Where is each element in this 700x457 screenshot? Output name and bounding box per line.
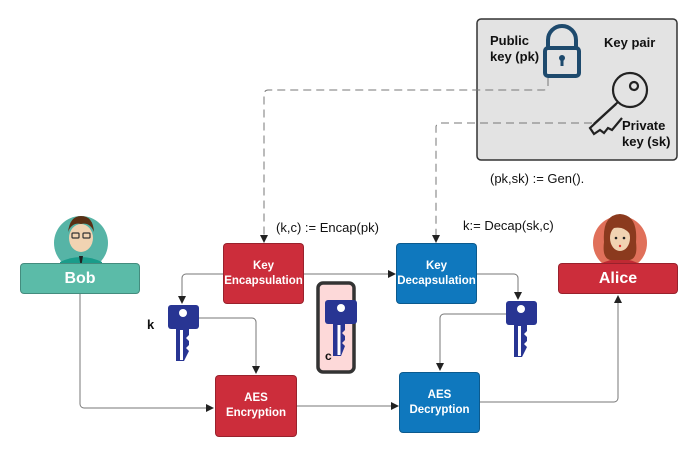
ciphertext-label: c: [325, 349, 332, 363]
public-key-label-line1: Public: [490, 33, 530, 48]
private-key-label-line2: key (sk): [622, 134, 671, 149]
aes-decryption-line2: Decryption: [409, 403, 470, 416]
alice-avatar: [593, 214, 647, 270]
private-key-icon: [588, 71, 649, 136]
keypair-title: Key pair: [604, 35, 656, 50]
key-encapsulation-node[interactable]: Key Encapsulation: [223, 243, 304, 304]
key-decapsulation-line1: Key: [425, 259, 448, 272]
bob-avatar: [54, 216, 108, 270]
encap-formula: (k,c) := Encap(pk): [276, 220, 379, 235]
public-key-label: Public key (pk): [490, 33, 539, 65]
alice-box[interactable]: Alice: [558, 263, 678, 294]
key-decapsulation-node[interactable]: Key Decapsulation: [396, 243, 477, 304]
aes-decryption-node[interactable]: AES Decryption: [399, 372, 480, 433]
private-key-link: [432, 122, 592, 243]
aes-dec-to-alice-arrow: [480, 295, 622, 403]
bob-box[interactable]: Bob: [20, 263, 140, 294]
shared-key-label: k: [147, 317, 155, 332]
lock-icon: [543, 24, 581, 78]
k-to-aes-enc-arrow: [199, 317, 260, 374]
public-key-label-line2: key (pk): [490, 49, 540, 64]
aes-encryption-node[interactable]: AES Encryption: [215, 375, 297, 437]
key-decapsulation-line2: Decapsulation: [397, 274, 476, 287]
bob-to-aes-enc-arrow: [79, 294, 214, 412]
key-encapsulation-line2: Encapsulation: [224, 274, 303, 287]
k-to-aes-dec-arrow: [436, 313, 506, 371]
private-key-label-line1: Private: [622, 118, 666, 133]
decap-to-k-arrow: [476, 273, 522, 300]
decap-formula: k:= Decap(sk,c): [463, 218, 554, 233]
gen-formula: (pk,sk) := Gen().: [490, 171, 585, 186]
key-encapsulation-line1: Key: [252, 259, 275, 272]
aes-encryption-line2: Encryption: [225, 407, 287, 419]
bob-name: Bob: [64, 270, 96, 287]
alice-name: Alice: [598, 270, 638, 287]
aes-encryption-line1: AES: [244, 392, 268, 404]
encap-to-k-arrow: [178, 273, 223, 304]
private-key-label: Private key (sk): [622, 118, 670, 150]
aes-decryption-line1: AES: [427, 388, 452, 401]
